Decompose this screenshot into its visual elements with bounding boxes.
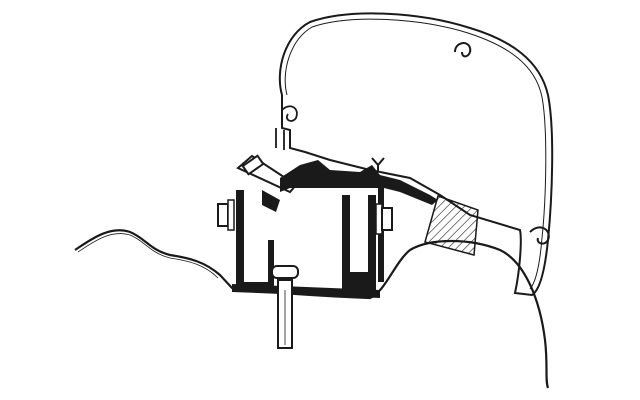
adapter-base bbox=[232, 284, 380, 298]
awning-bottom-clip bbox=[529, 226, 550, 245]
bolt bbox=[271, 265, 299, 349]
awning-case-inner bbox=[284, 18, 547, 290]
hatched-spacer bbox=[424, 195, 479, 256]
nut-left bbox=[217, 199, 235, 231]
adapter-profile-right bbox=[342, 195, 376, 290]
vehicle-roof-contour bbox=[74, 229, 550, 389]
adapter-clip bbox=[262, 190, 280, 212]
adapter-profile-top bbox=[280, 160, 438, 282]
nut-top bbox=[241, 154, 265, 176]
adapter-diagonal-arm bbox=[236, 154, 298, 194]
adapter-profile-left bbox=[236, 190, 274, 290]
nut-right bbox=[375, 203, 393, 235]
awning-case bbox=[278, 12, 554, 297]
y-connector bbox=[371, 157, 385, 172]
awning-top-clip bbox=[454, 42, 472, 58]
rail-hook bbox=[275, 105, 298, 150]
vehicle-roof-inner bbox=[77, 233, 219, 279]
